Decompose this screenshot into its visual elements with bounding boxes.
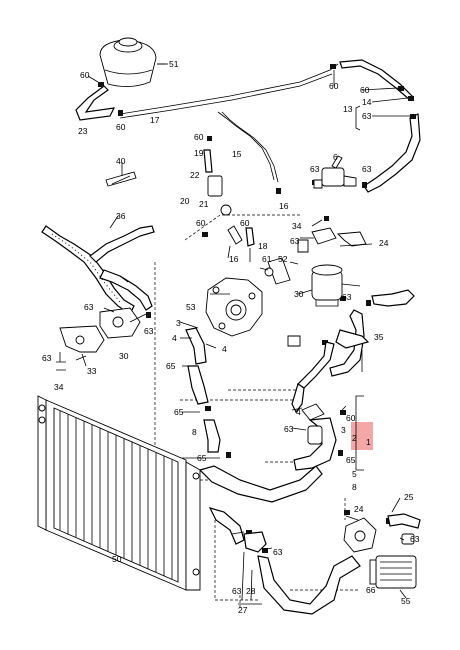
label-63: 63 [144,326,154,336]
label-34: 34 [54,382,64,392]
label-60: 60 [346,413,356,423]
label-65: 65 [346,455,356,465]
label-34: 34 [292,221,302,231]
label-17: 17 [150,115,160,125]
label-50: 50 [112,554,122,564]
label-8: 8 [192,427,197,437]
radiator-fins [59,411,173,579]
label-15: 15 [232,149,242,159]
label-20: 20 [180,196,190,206]
label-19: 19 [194,148,204,158]
label-63: 63 [232,586,242,596]
part-labels: 51 60 60 23 17 60 15 19 22 20 21 16 16 6… [42,59,420,615]
label-4: 4 [172,333,177,343]
water-pump-housing [205,277,263,337]
highlight-box [351,422,373,450]
label-65: 65 [174,407,184,417]
label-1: 1 [366,437,371,447]
bottom-hoses [208,507,361,615]
label-33: 33 [87,366,97,376]
label-2: 2 [352,433,357,443]
mounting-bracket [56,307,141,371]
label-5: 5 [352,469,357,479]
label-3: 3 [341,425,346,435]
label-63: 63 [84,302,94,312]
valve-cluster-upper [207,155,367,285]
label-63: 63 [284,424,294,434]
label-30: 30 [119,351,129,361]
label-51: 51 [169,59,179,69]
label-60: 60 [329,81,339,91]
label-60: 60 [116,122,126,132]
label-66: 66 [366,585,376,595]
auxiliary-pump [311,264,361,307]
label-60: 60 [194,132,204,142]
label-63: 63 [273,547,283,557]
label-65: 65 [166,361,176,371]
label-24: 24 [379,238,389,248]
label-13: 13 [343,104,353,114]
label-63: 63 [362,164,372,174]
dashed-reference-lines [154,214,360,610]
label-23: 23 [78,126,88,136]
label-63: 63 [310,164,320,174]
label-53: 53 [186,302,196,312]
label-65: 65 [197,453,207,463]
label-22: 22 [190,170,200,180]
label-63: 63 [362,111,372,121]
label-4: 4 [296,407,301,417]
label-21: 21 [199,199,209,209]
label-60: 60 [80,70,90,80]
left-upper-hose [41,225,155,315]
label-8: 8 [352,482,357,492]
label-35: 35 [374,332,384,342]
label-27: 27 [238,605,248,615]
label-61: 61 [262,254,272,264]
label-63: 63 [42,353,52,363]
label-28: 28 [246,586,256,596]
label-55: 55 [401,596,411,606]
leader-lines [59,63,410,605]
oil-cooler [343,513,421,589]
expansion-tank [99,37,168,87]
small-parts [105,171,309,347]
label-24: 24 [354,504,364,514]
label-60: 60 [240,218,250,228]
label-36: 36 [116,211,126,221]
label-3: 3 [176,318,181,328]
center-hoses [185,327,337,503]
label-18: 18 [258,241,268,251]
label-16: 16 [279,201,289,211]
label-4: 4 [222,344,227,354]
label-16: 16 [229,254,239,264]
label-25: 25 [404,492,414,502]
label-52: 52 [278,254,288,264]
label-63: 63 [410,534,420,544]
radiator [37,395,201,591]
label-63: 63 [290,236,300,246]
label-14: 14 [362,97,372,107]
label-60: 60 [196,218,206,228]
label-30: 30 [294,289,304,299]
label-60: 60 [360,85,370,95]
label-40: 40 [116,156,126,166]
right-hoses [291,289,415,414]
label-63: 63 [342,292,352,302]
label-6: 6 [333,152,338,162]
